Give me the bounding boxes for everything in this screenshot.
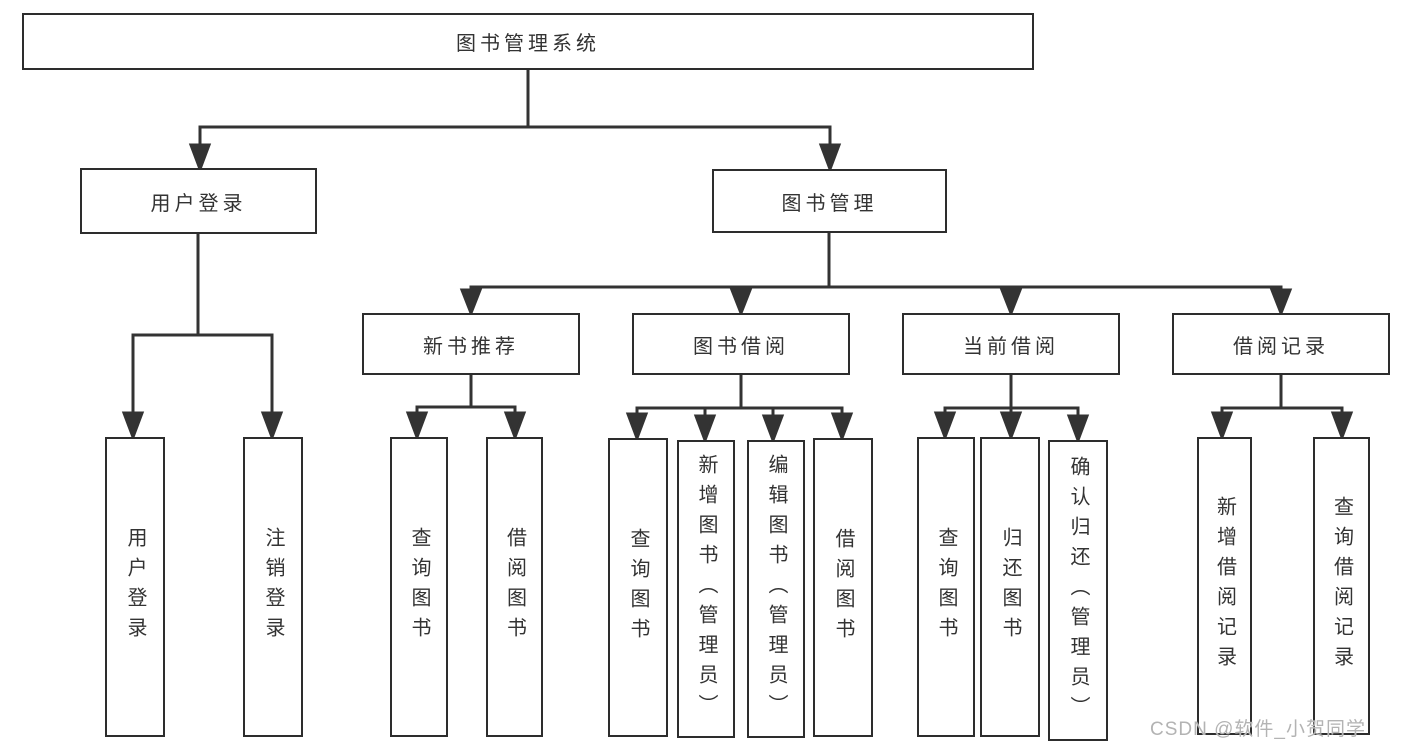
arrow-down-icon (1066, 414, 1090, 445)
node-user-login: 用户登录 (80, 168, 317, 234)
arrow-down-icon (999, 288, 1023, 318)
arrow-down-icon (933, 411, 957, 442)
leaf-borrow-edit-books: 编辑图书（管理员） (747, 440, 805, 738)
arrow-down-icon (818, 143, 842, 174)
arrow-down-icon (121, 411, 145, 442)
watermark: CSDN @软件_小贺同学 (1150, 719, 1366, 740)
arrow-down-icon (503, 411, 527, 442)
node-new-book-recommend: 新书推荐 (362, 313, 580, 375)
arrow-down-icon (1210, 411, 1234, 442)
leaf-current-confirm-return: 确认归还（管理员） (1048, 440, 1108, 741)
arrow-down-icon (729, 288, 753, 318)
leaf-current-query-books: 查询图书 (917, 437, 975, 737)
arrow-down-icon (830, 412, 854, 443)
leaf-user-login: 用户登录 (105, 437, 165, 737)
node-book-borrow: 图书借阅 (632, 313, 850, 375)
arrow-down-icon (693, 414, 717, 445)
leaf-current-return-books: 归还图书 (980, 437, 1040, 737)
node-root: 图书管理系统 (22, 13, 1034, 70)
arrow-down-icon (761, 414, 785, 445)
leaf-logout: 注销登录 (243, 437, 303, 737)
arrow-down-icon (260, 411, 284, 442)
node-borrow-record: 借阅记录 (1172, 313, 1390, 375)
leaf-borrow-borrow-books: 借阅图书 (813, 438, 873, 737)
leaf-recommend-borrow-books: 借阅图书 (486, 437, 543, 737)
leaf-borrow-add-books: 新增图书（管理员） (677, 440, 735, 738)
leaf-borrow-query-books: 查询图书 (608, 438, 668, 737)
arrow-down-icon (405, 411, 429, 442)
arrow-down-icon (1269, 288, 1293, 318)
arrow-down-icon (1330, 411, 1354, 442)
node-book-management: 图书管理 (712, 169, 947, 233)
arrow-down-icon (999, 411, 1023, 442)
leaf-recommend-query-books: 查询图书 (390, 437, 448, 737)
arrow-down-icon (459, 288, 483, 318)
arrow-down-icon (625, 412, 649, 443)
leaf-record-add: 新增借阅记录 (1197, 437, 1252, 735)
arrow-down-icon (188, 143, 212, 174)
node-current-borrow: 当前借阅 (902, 313, 1120, 375)
leaf-record-query: 查询借阅记录 (1313, 437, 1370, 735)
